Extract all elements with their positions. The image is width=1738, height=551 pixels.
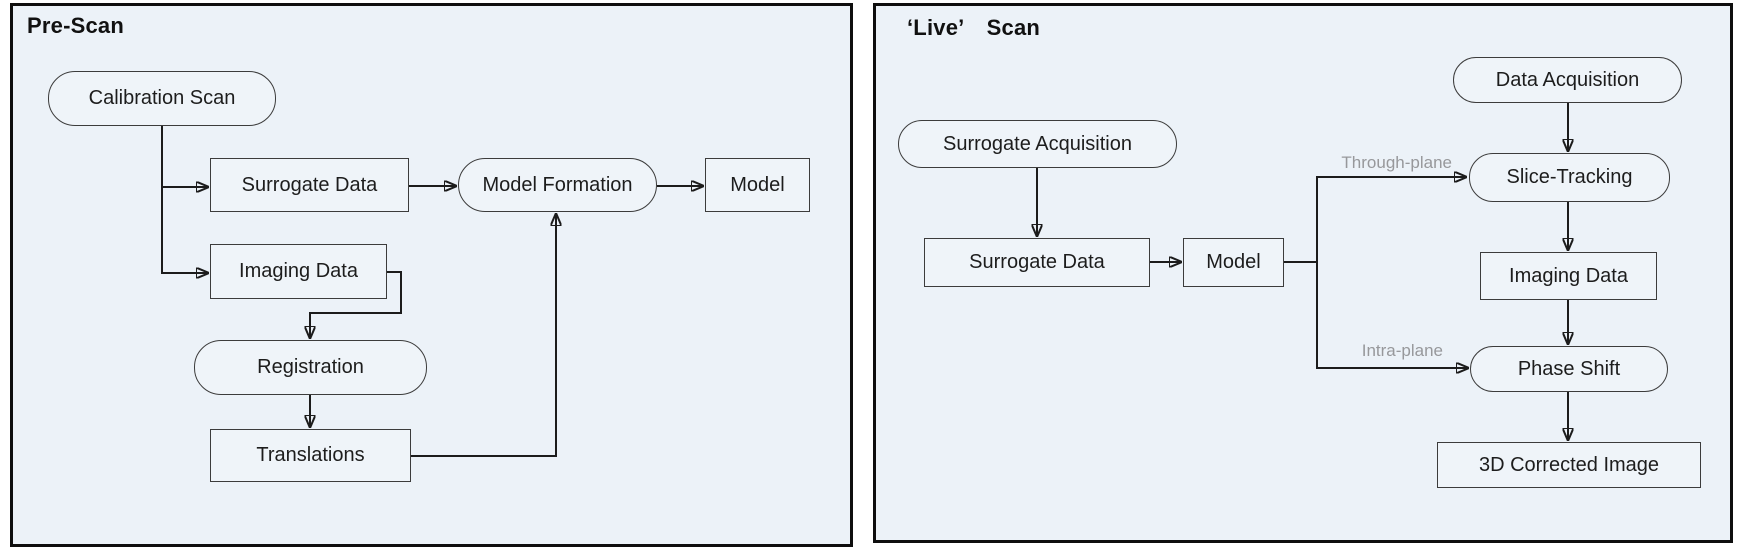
node-calibration-scan: Calibration Scan [48, 71, 276, 126]
node-translations: Translations [210, 429, 411, 482]
node-data-acquisition: Data Acquisition [1453, 57, 1682, 103]
livescan-panel-title: ‘Live’ Scan [907, 15, 1041, 40]
node-surrogate-acquisition: Surrogate Acquisition [898, 120, 1177, 168]
node-3d-corrected-image: 3D Corrected Image [1437, 442, 1701, 488]
prescan-panel-title: Pre-Scan [27, 13, 124, 38]
node-livescan-imaging-data: Imaging Data [1480, 252, 1657, 300]
node-phase-shift: Phase Shift [1470, 346, 1668, 392]
node-prescan-surrogate-data: Surrogate Data [210, 158, 409, 212]
node-registration: Registration [194, 340, 427, 395]
node-livescan-surrogate-data: Surrogate Data [924, 238, 1150, 287]
node-prescan-model: Model [705, 158, 810, 212]
edge-label-intra-plane: Intra-plane [1361, 341, 1443, 360]
edge-label-through-plane: Through-plane [1341, 153, 1452, 172]
node-livescan-model: Model [1183, 238, 1284, 287]
node-slice-tracking: Slice-Tracking [1469, 153, 1670, 202]
node-prescan-imaging-data: Imaging Data [210, 244, 387, 299]
node-model-formation: Model Formation [458, 158, 657, 212]
